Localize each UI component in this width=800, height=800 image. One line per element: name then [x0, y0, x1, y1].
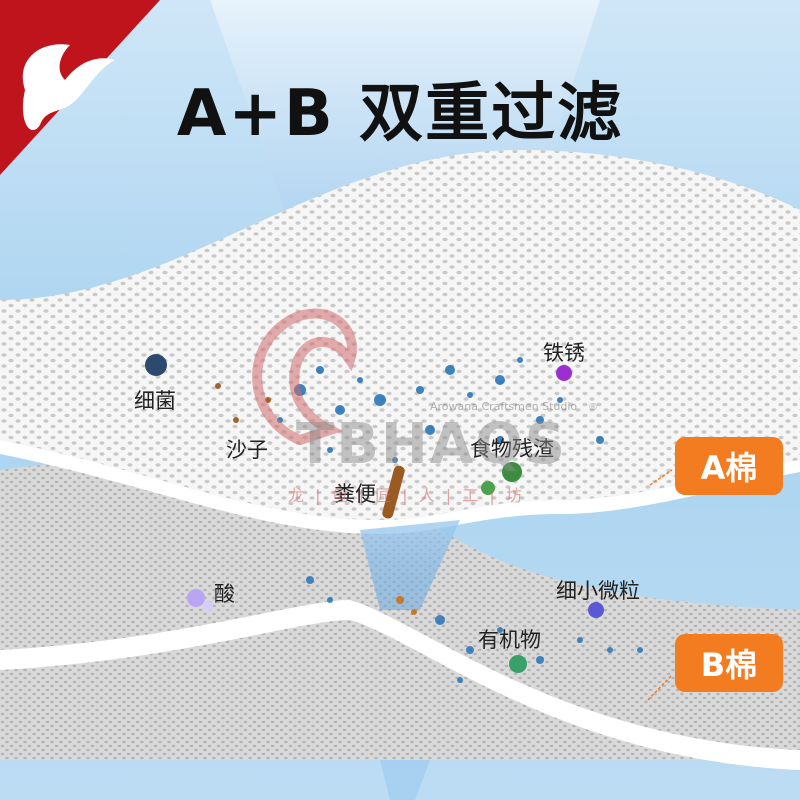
label-feces: 粪便	[334, 482, 376, 506]
badge-b-cotton: B棉	[675, 634, 783, 692]
organic-matter-particle	[509, 655, 527, 673]
label-acid: 酸	[214, 582, 235, 606]
water-splash-lower	[306, 576, 643, 683]
organic-debris	[396, 596, 404, 604]
water-beam-bottom	[380, 760, 430, 800]
label-bacteria: 细菌	[134, 389, 176, 413]
watermark-chinese: 龙 | 鱼 | 匠 | 人 | 工 | 坊	[288, 486, 525, 505]
b-badge-pointer	[647, 674, 673, 701]
a-badge-pointer	[649, 469, 673, 486]
a-layer-sheet	[0, 150, 800, 520]
brand-logo-icon	[0, 0, 160, 175]
water-beam-middle	[360, 520, 460, 610]
watermark-studio: Arowana Craftsmen Studio	[430, 400, 578, 413]
feces-particle	[382, 465, 405, 519]
organic-debris	[411, 609, 417, 615]
label-sand: 沙子	[226, 438, 268, 462]
rust-particle	[556, 365, 572, 381]
label-food-residue: 食物残渣	[470, 437, 554, 461]
b-layer-edge	[0, 600, 800, 770]
bacteria-particle	[145, 354, 167, 376]
page-title: A+B 双重过滤	[176, 77, 624, 151]
a-layer-edge	[0, 440, 800, 534]
label-fine-particles: 细小微粒	[556, 579, 640, 603]
acid-particle	[203, 601, 213, 611]
fine-particle	[588, 602, 604, 618]
watermark-logo-text: TBHAQS	[296, 412, 568, 477]
water-splash-upper	[277, 357, 604, 463]
watermark-registered: ®	[588, 402, 598, 413]
badge-a-cotton: A棉	[675, 437, 783, 495]
food-residue-particle	[481, 481, 495, 495]
sand-grain	[215, 383, 221, 389]
food-residue-particle	[502, 462, 522, 482]
acid-particle	[187, 589, 205, 607]
sand-grain	[233, 417, 239, 423]
label-rust: 铁锈	[543, 341, 585, 365]
watermark-logo-icon	[252, 308, 357, 446]
label-organic-matter: 有机物	[478, 628, 541, 652]
